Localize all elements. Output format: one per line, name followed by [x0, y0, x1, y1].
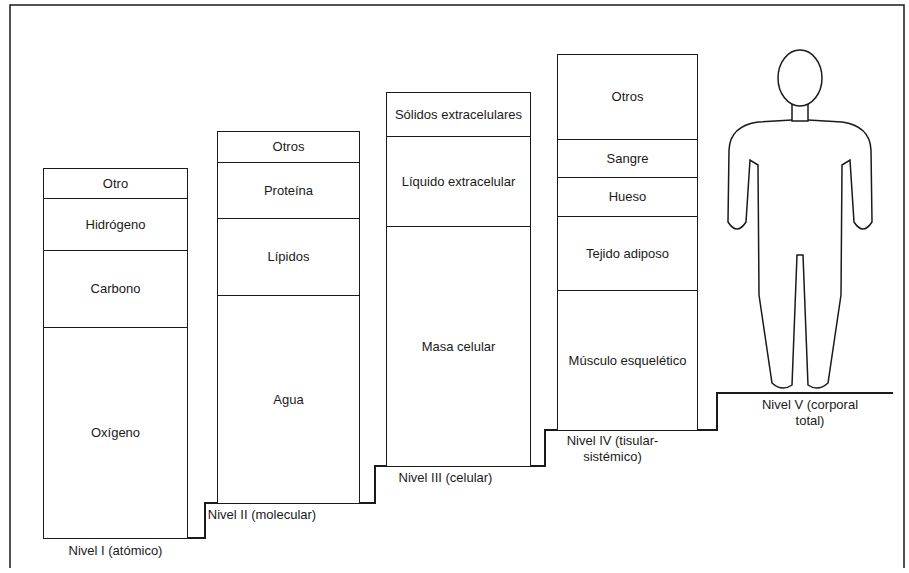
head — [778, 50, 822, 106]
band-box: Proteína — [217, 162, 360, 219]
band-box: Sólidos extracelulares — [386, 92, 531, 137]
band-label: Oxígeno — [87, 425, 144, 441]
band-box: Sangre — [557, 139, 698, 178]
band-box: Tejido adiposo — [557, 216, 698, 291]
band-label: Agua — [269, 392, 307, 408]
frame-line — [10, 5, 904, 568]
band-label: Masa celular — [418, 339, 500, 355]
band-box: Líquido extracelular — [386, 136, 531, 227]
band-label: Hidrógeno — [82, 217, 150, 233]
band-box: Otros — [217, 131, 360, 163]
band-label: Otros — [269, 139, 309, 155]
band-box: Músculo esquelético — [557, 290, 698, 431]
band-label: Otros — [608, 89, 648, 105]
band-box: Masa celular — [386, 226, 531, 467]
band-box: Hueso — [557, 177, 698, 217]
band-label: Hueso — [605, 189, 651, 205]
band-label: Sólidos extracelulares — [391, 107, 526, 123]
band-label: Lípidos — [264, 249, 314, 265]
level-label: Nivel III (celular) — [383, 470, 508, 486]
level-label: Nivel I (atómico) — [43, 543, 188, 559]
human-figure — [728, 50, 872, 388]
band-box: Hidrógeno — [43, 198, 188, 251]
band-label: Carbono — [87, 281, 145, 297]
band-label: Tejido adiposo — [582, 246, 673, 262]
band-label: Otro — [99, 176, 132, 192]
band-box: Carbono — [43, 250, 188, 328]
band-label: Proteína — [260, 183, 317, 199]
band-label: Sangre — [603, 151, 653, 167]
band-box: Otro — [43, 168, 188, 199]
band-box: Otros — [557, 54, 698, 140]
level-label: Nivel II (molecular) — [200, 507, 324, 523]
band-label: Líquido extracelular — [398, 174, 519, 190]
band-box: Lípidos — [217, 218, 360, 296]
band-box: Oxígeno — [43, 327, 188, 539]
level-label: Nivel V (corporal total) — [750, 397, 870, 428]
band-box: Agua — [217, 295, 360, 504]
body-outline — [728, 120, 872, 388]
level-label: Nivel IV (tisular-sistémico) — [550, 433, 675, 464]
band-label: Músculo esquelético — [565, 353, 691, 369]
